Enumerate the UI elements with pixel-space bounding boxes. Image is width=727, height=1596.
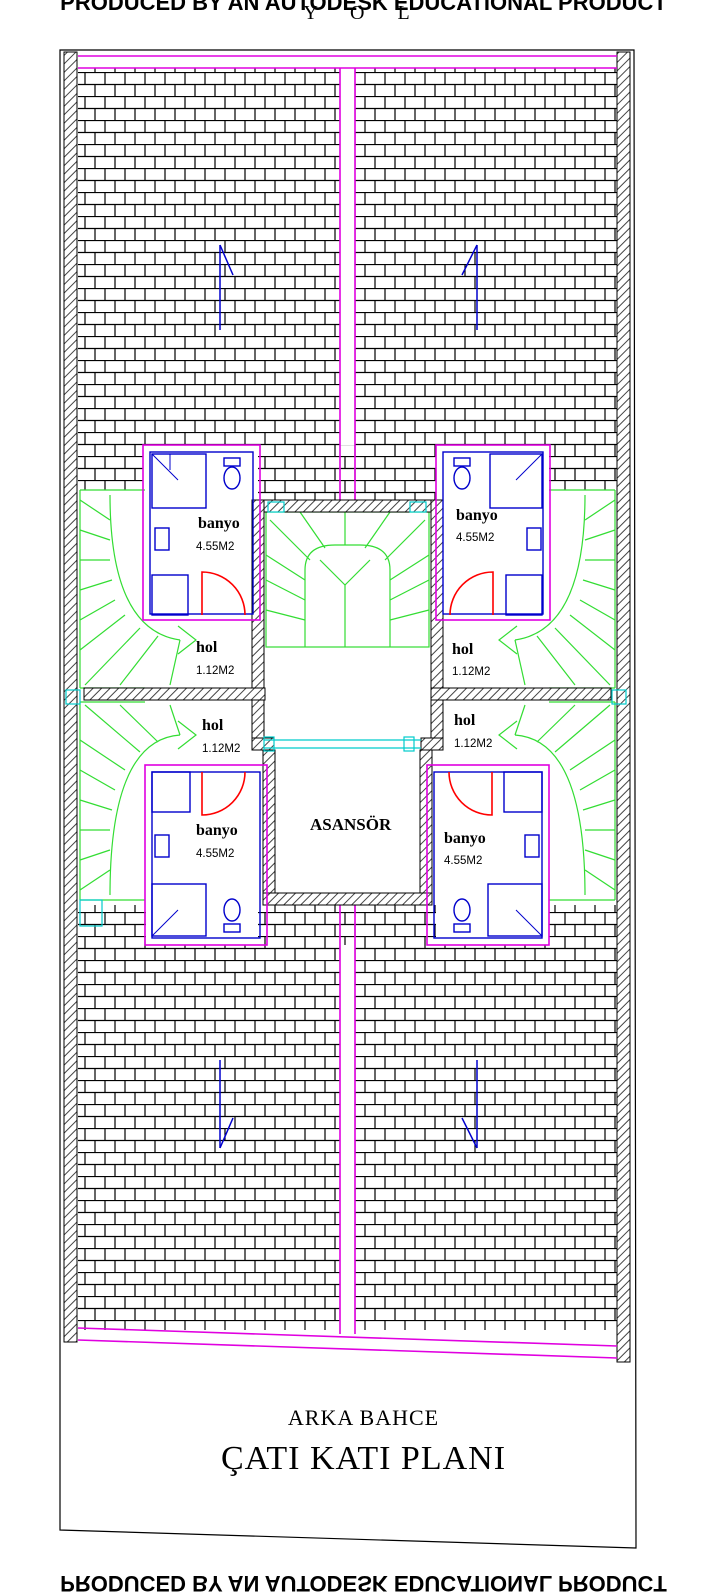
watermark-top: PRODUCED BY AN AUTODESK EDUCATIONAL PROD… xyxy=(60,0,667,15)
room-name-bath-br: banyo xyxy=(444,830,486,847)
roof-tiles-bottom-right xyxy=(355,945,617,1330)
roof-tiles-bottom-center xyxy=(258,905,436,945)
site-boundary xyxy=(59,49,637,1549)
plan-title: ÇATI KATI PLANI xyxy=(220,1440,507,1477)
garden-label: ARKA BAHCE xyxy=(287,1405,440,1430)
elevator-label: ASANSÖR xyxy=(310,815,392,834)
roof-tiles-bottom-right-low xyxy=(549,905,617,950)
slope-arrows xyxy=(219,244,478,1149)
room-name-bath-tr: banyo xyxy=(456,507,498,524)
roof-outlines xyxy=(77,55,618,1359)
glazing xyxy=(65,501,627,927)
room-area-bath-br: 4.55M2 xyxy=(444,855,483,867)
room-name-hall-bl: hol xyxy=(202,717,224,734)
room-name-hall-br: hol xyxy=(454,712,476,729)
room-name-bath-bl: banyo xyxy=(196,822,238,839)
roof-tiles-top-left xyxy=(78,68,340,445)
stair-center xyxy=(265,511,430,648)
room-name-bath-tl: banyo xyxy=(198,515,240,532)
room-area-hall-br: 1.12M2 xyxy=(454,738,493,750)
room-name-hall-tr: hol xyxy=(452,641,474,658)
roof-tiles-top-center xyxy=(258,445,436,500)
roof-tiles-top-right xyxy=(355,68,617,445)
bathroom-bottom-left xyxy=(144,764,268,946)
room-area-bath-tr: 4.55M2 xyxy=(456,532,495,544)
stair-left-upper xyxy=(79,489,197,689)
road-label: Y O L xyxy=(303,2,424,24)
interior-walls xyxy=(83,499,612,906)
room-area-bath-bl: 4.55M2 xyxy=(196,848,235,860)
bathroom-bottom-right xyxy=(426,764,550,946)
bathroom-top-right xyxy=(435,444,551,621)
room-name-hall-tl: hol xyxy=(196,639,218,656)
room-area-bath-tl: 4.55M2 xyxy=(196,541,235,553)
stair-right-upper xyxy=(498,489,616,689)
watermark-bottom: PRODUCED BY AN AUTODESK EDUCATIONAL PROD… xyxy=(60,1571,667,1596)
bathroom-top-left xyxy=(142,444,261,621)
stair-left-lower xyxy=(79,701,197,901)
wall-right xyxy=(616,51,631,1363)
room-area-hall-tl: 1.12M2 xyxy=(196,665,235,677)
roof-tiles-bottom-left xyxy=(78,945,340,1330)
roof-tiles-top-left-low xyxy=(78,445,143,490)
stair-right-lower xyxy=(498,701,616,901)
room-area-hall-bl: 1.12M2 xyxy=(202,743,241,755)
wall-left xyxy=(63,51,78,1343)
roof-tiles-top-right-low xyxy=(549,445,617,490)
room-area-hall-tr: 1.12M2 xyxy=(452,666,491,678)
roof-tiles-bottom-left-low xyxy=(78,905,146,950)
